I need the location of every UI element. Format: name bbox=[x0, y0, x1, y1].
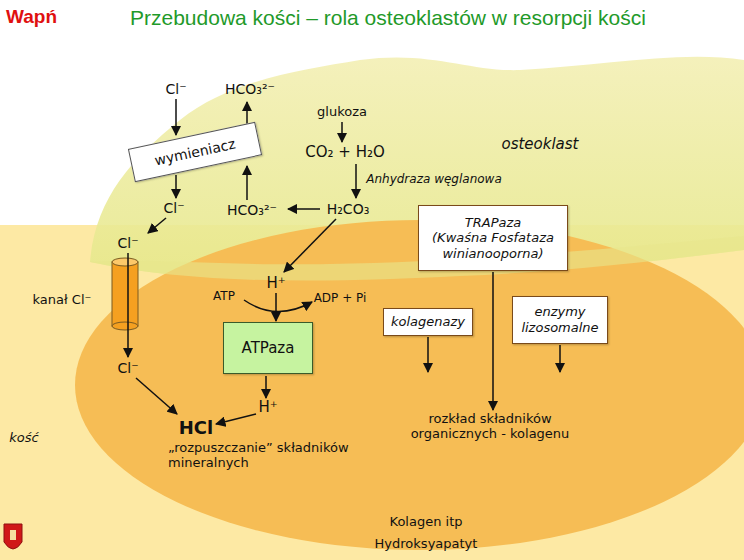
enzyme-box: kolagenazy bbox=[383, 308, 473, 336]
ion-label: ATP bbox=[213, 290, 235, 304]
page-title: Przebudowa kości – rola osteoklastów w r… bbox=[130, 6, 646, 30]
node-text: TRAPaza bbox=[465, 215, 521, 231]
ion-label: Cl⁻ bbox=[117, 360, 138, 376]
section-heading: Wapń bbox=[6, 6, 57, 28]
enzyme-box: TRAPaza(Kwaśna Fosfataza winianooporna) bbox=[418, 205, 568, 271]
ion-label: Cl⁻ bbox=[117, 235, 138, 251]
node-text: kolagenazy bbox=[391, 314, 465, 330]
ion-label: ADP + Pi bbox=[314, 292, 367, 306]
node-text: enzymy lizosomalne bbox=[519, 304, 601, 335]
ion-label: H₂CO₃ bbox=[327, 201, 370, 217]
component-label: Hydroksyapatyt bbox=[375, 537, 478, 552]
node-text: ATPaza bbox=[242, 339, 295, 357]
ion-label: Cl⁻ bbox=[163, 200, 184, 216]
node-text: (Kwaśna Fosfataza winianooporna) bbox=[425, 230, 561, 261]
cl-channel bbox=[112, 258, 138, 330]
reaction-label: CO₂ + H₂O bbox=[305, 144, 385, 161]
ion-label: Cl⁻ bbox=[165, 81, 186, 97]
ion-label: HCO₃²⁻ bbox=[225, 81, 275, 97]
ion-label: HCO₃²⁻ bbox=[227, 202, 277, 218]
atpase-box: ATPaza bbox=[223, 322, 313, 374]
cell-membrane bbox=[90, 236, 744, 281]
process-label: „rozpuszczanie” składników mineralnych bbox=[168, 441, 358, 471]
channel-label: kanał Cl⁻ bbox=[33, 293, 92, 308]
ion-label: H⁺ bbox=[258, 399, 277, 416]
tissue-label: kość bbox=[9, 431, 38, 446]
substrate-label: glukoza bbox=[317, 105, 367, 120]
enzyme-label: Anhydraza węglanowa bbox=[366, 173, 502, 187]
resorption-zone bbox=[75, 220, 744, 550]
cell-label: osteoklast bbox=[501, 136, 578, 153]
acid-label: HCl bbox=[179, 418, 213, 439]
ion-label: H⁺ bbox=[266, 275, 285, 292]
component-label: Kolagen itp bbox=[390, 515, 463, 530]
logo bbox=[4, 524, 22, 549]
process-label: rozkład składników organicznych - kolage… bbox=[395, 412, 585, 442]
enzyme-box: enzymy lizosomalne bbox=[512, 296, 608, 344]
